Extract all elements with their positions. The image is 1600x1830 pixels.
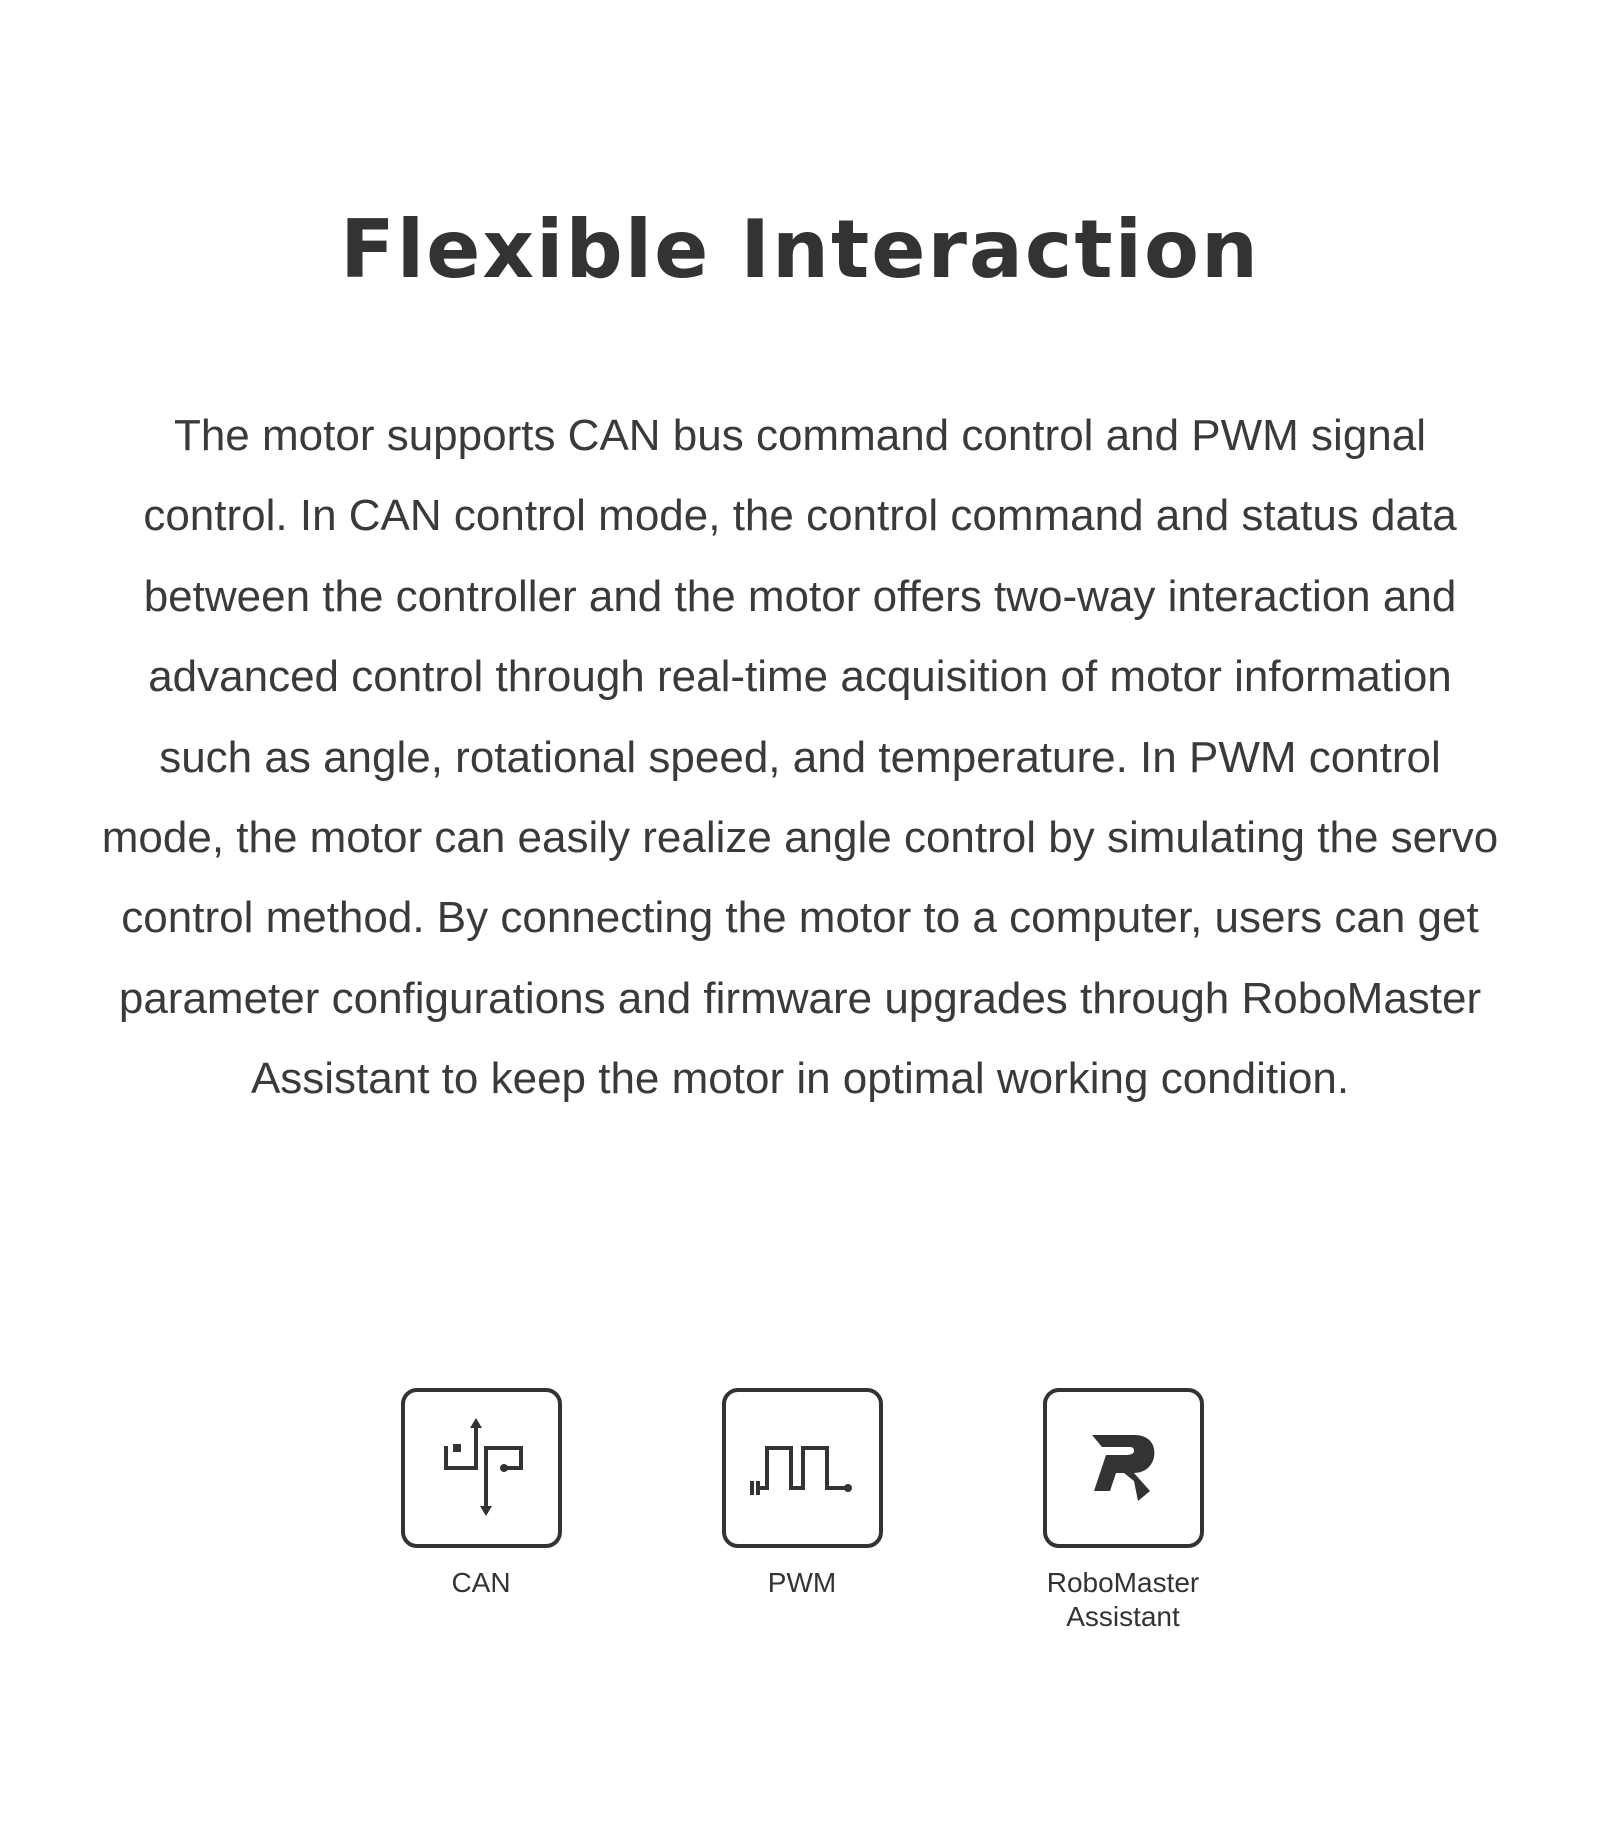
feature-label-line2: Assistant (1066, 1601, 1180, 1632)
description-paragraph: The motor supports CAN bus command contr… (101, 411, 1499, 1104)
feature-pwm: PWM (672, 1388, 932, 1600)
pwm-signal-icon (721, 1388, 883, 1548)
can-bus-icon (400, 1388, 562, 1548)
robomaster-logo-icon (1042, 1388, 1204, 1548)
feature-label: CAN (451, 1567, 511, 1598)
feature-robomaster-assistant: RoboMaster Assistant (993, 1388, 1253, 1634)
feature-label: PWM (767, 1567, 837, 1598)
feature-label: RoboMaster Assistant (993, 1566, 1253, 1634)
feature-can: CAN (351, 1388, 611, 1600)
section-title: Flexible Interaction (340, 203, 1260, 296)
feature-label-line1: RoboMaster (1046, 1567, 1200, 1598)
